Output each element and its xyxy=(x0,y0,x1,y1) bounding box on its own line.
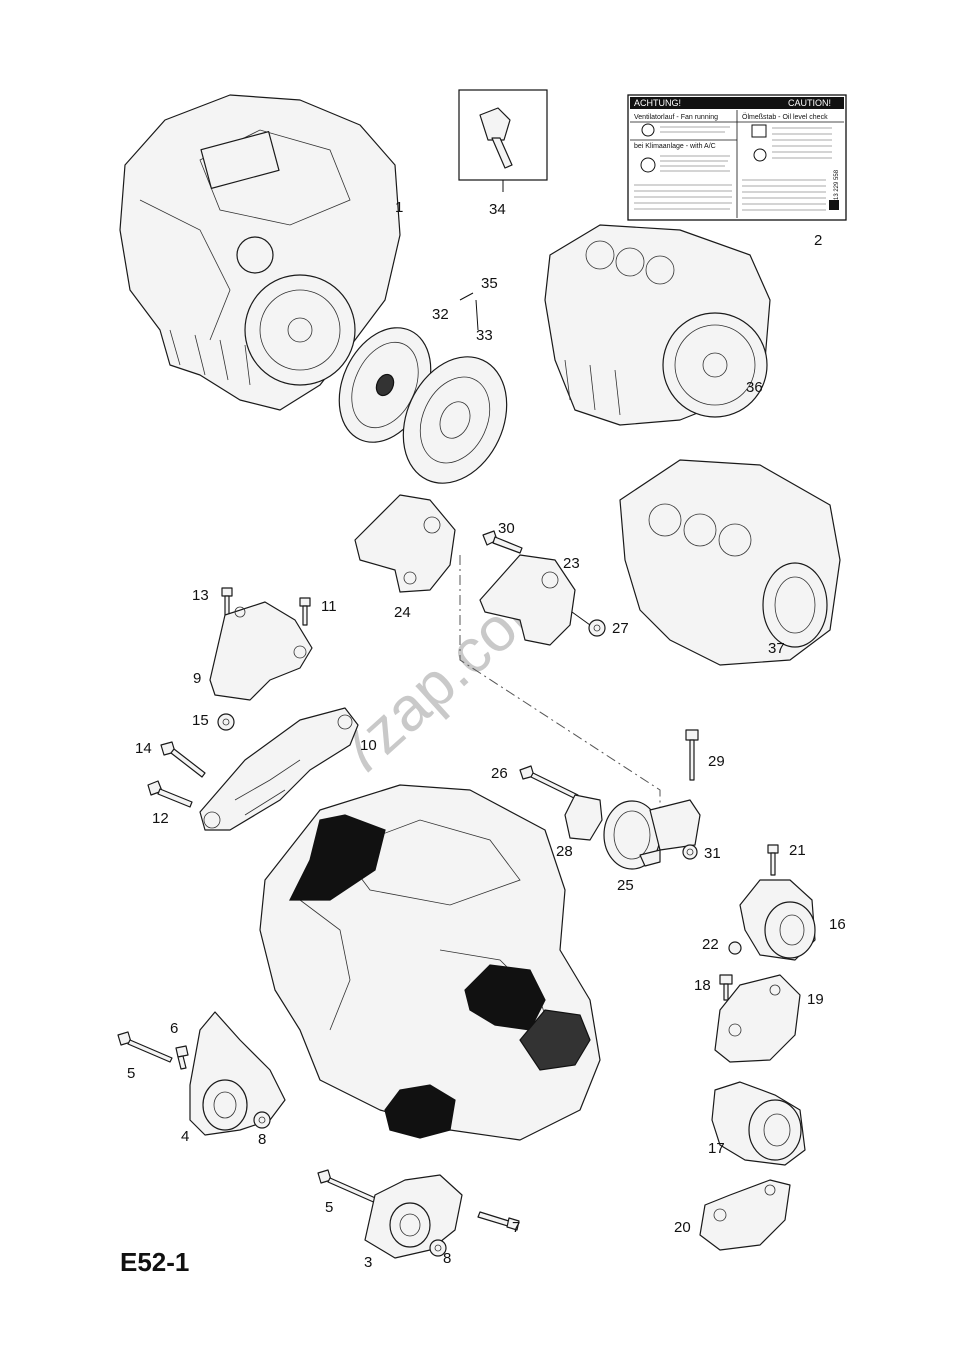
callout-6: 6 xyxy=(170,1020,178,1037)
callout-13: 13 xyxy=(192,587,209,604)
callout-1: 1 xyxy=(395,199,403,216)
callout-18: 18 xyxy=(694,977,711,994)
callout-5: 5 xyxy=(325,1199,333,1216)
callout-36: 36 xyxy=(746,379,763,396)
callout-27: 27 xyxy=(612,620,629,637)
bolt-13[interactable] xyxy=(221,587,233,616)
callout-35: 35 xyxy=(481,275,498,292)
bolt-box[interactable] xyxy=(458,89,548,192)
pressure-plate[interactable] xyxy=(384,340,527,500)
callout-9: 9 xyxy=(193,670,201,687)
callout-8: 8 xyxy=(258,1131,266,1148)
mount-bracket-24[interactable] xyxy=(354,494,456,593)
callout-34: 34 xyxy=(489,201,506,218)
callout-14: 14 xyxy=(135,740,152,757)
engine-mount-4[interactable] xyxy=(189,1011,286,1136)
engine-mount-25[interactable] xyxy=(603,799,701,870)
engine-mount-16[interactable] xyxy=(739,879,816,961)
callout-31: 31 xyxy=(704,845,721,862)
engine-mount-9[interactable] xyxy=(209,601,313,701)
nut-27[interactable] xyxy=(571,611,606,637)
engine-gearbox-assembly[interactable] xyxy=(259,784,601,1141)
callout-2: 2 xyxy=(814,232,822,249)
callout-37: 37 xyxy=(768,640,785,657)
callout-7: 7 xyxy=(512,1219,520,1236)
engine-assembly[interactable] xyxy=(119,94,401,411)
callout-3: 3 xyxy=(364,1254,372,1271)
callout-11: 11 xyxy=(321,598,337,615)
callout-20: 20 xyxy=(674,1219,691,1236)
label-row1-right: Ölmeßstab - Oil level check xyxy=(742,113,828,121)
nut-31[interactable] xyxy=(682,844,698,860)
callout-4: 4 xyxy=(181,1128,189,1145)
heat-shield-28[interactable] xyxy=(564,794,603,841)
bolt-12[interactable] xyxy=(147,780,193,808)
bolt-29[interactable] xyxy=(685,729,699,781)
label-row1-left: Ventilatorlauf - Fan running xyxy=(634,114,718,121)
callout-33: 33 xyxy=(476,327,493,344)
label-part-number: 13 229 558 xyxy=(834,169,840,200)
callout-32: 32 xyxy=(432,306,449,323)
bolt-7[interactable] xyxy=(477,1211,520,1231)
bracket-19[interactable] xyxy=(714,974,801,1063)
label-row2: bei Klimaanlage - with A/C xyxy=(634,143,716,150)
callout-19: 19 xyxy=(807,991,824,1008)
callout-35-leader xyxy=(459,292,479,331)
bolt-21[interactable] xyxy=(767,844,779,876)
callout-28: 28 xyxy=(556,843,573,860)
bolt-26[interactable] xyxy=(519,765,579,800)
engine-mount-17[interactable] xyxy=(711,1081,806,1166)
callout-17: 17 xyxy=(708,1140,725,1157)
engine-block-with-flywheel[interactable] xyxy=(544,224,771,426)
nut-22[interactable] xyxy=(728,941,742,955)
callout-21: 21 xyxy=(789,842,806,859)
callout-23: 23 xyxy=(563,555,580,572)
engine-mount-3[interactable] xyxy=(364,1174,463,1259)
bolt-18[interactable] xyxy=(719,974,733,1001)
bolt-11[interactable] xyxy=(299,597,311,626)
callout-10: 10 xyxy=(360,737,377,754)
nut-8-lower[interactable] xyxy=(429,1239,447,1257)
bolt-5-upper[interactable] xyxy=(117,1031,173,1063)
bracket-20[interactable] xyxy=(699,1179,791,1251)
callout-16: 16 xyxy=(829,916,846,933)
bolt-14[interactable] xyxy=(160,741,206,778)
label-header-right: CAUTION! xyxy=(788,98,831,108)
diagram-code: E52-1 xyxy=(120,1247,190,1277)
callout-25: 25 xyxy=(617,877,634,894)
callout-15: 15 xyxy=(192,712,209,729)
callout-5: 5 xyxy=(127,1065,135,1082)
label-header-left: ACHTUNG! xyxy=(634,98,681,108)
callout-labels: 1234556788910111213141516171819202122232… xyxy=(127,199,846,1271)
torque-arm-10[interactable] xyxy=(199,707,359,831)
bare-engine-block[interactable] xyxy=(619,459,841,666)
callout-26: 26 xyxy=(491,765,508,782)
callout-24: 24 xyxy=(394,604,411,621)
bolt-6[interactable] xyxy=(175,1045,189,1070)
warning-label[interactable]: ACHTUNG! CAUTION! Ventilatorlauf - Fan r… xyxy=(627,94,847,221)
callout-30: 30 xyxy=(498,520,515,537)
callout-12: 12 xyxy=(152,810,169,827)
nut-8-upper[interactable] xyxy=(253,1111,271,1129)
mount-bracket-23[interactable] xyxy=(479,554,576,646)
nut-15[interactable] xyxy=(217,713,235,731)
assembly-dashline xyxy=(459,555,661,810)
callout-29: 29 xyxy=(708,753,725,770)
callout-22: 22 xyxy=(702,936,719,953)
bolt-30[interactable] xyxy=(482,530,523,554)
callout-8: 8 xyxy=(443,1250,451,1267)
